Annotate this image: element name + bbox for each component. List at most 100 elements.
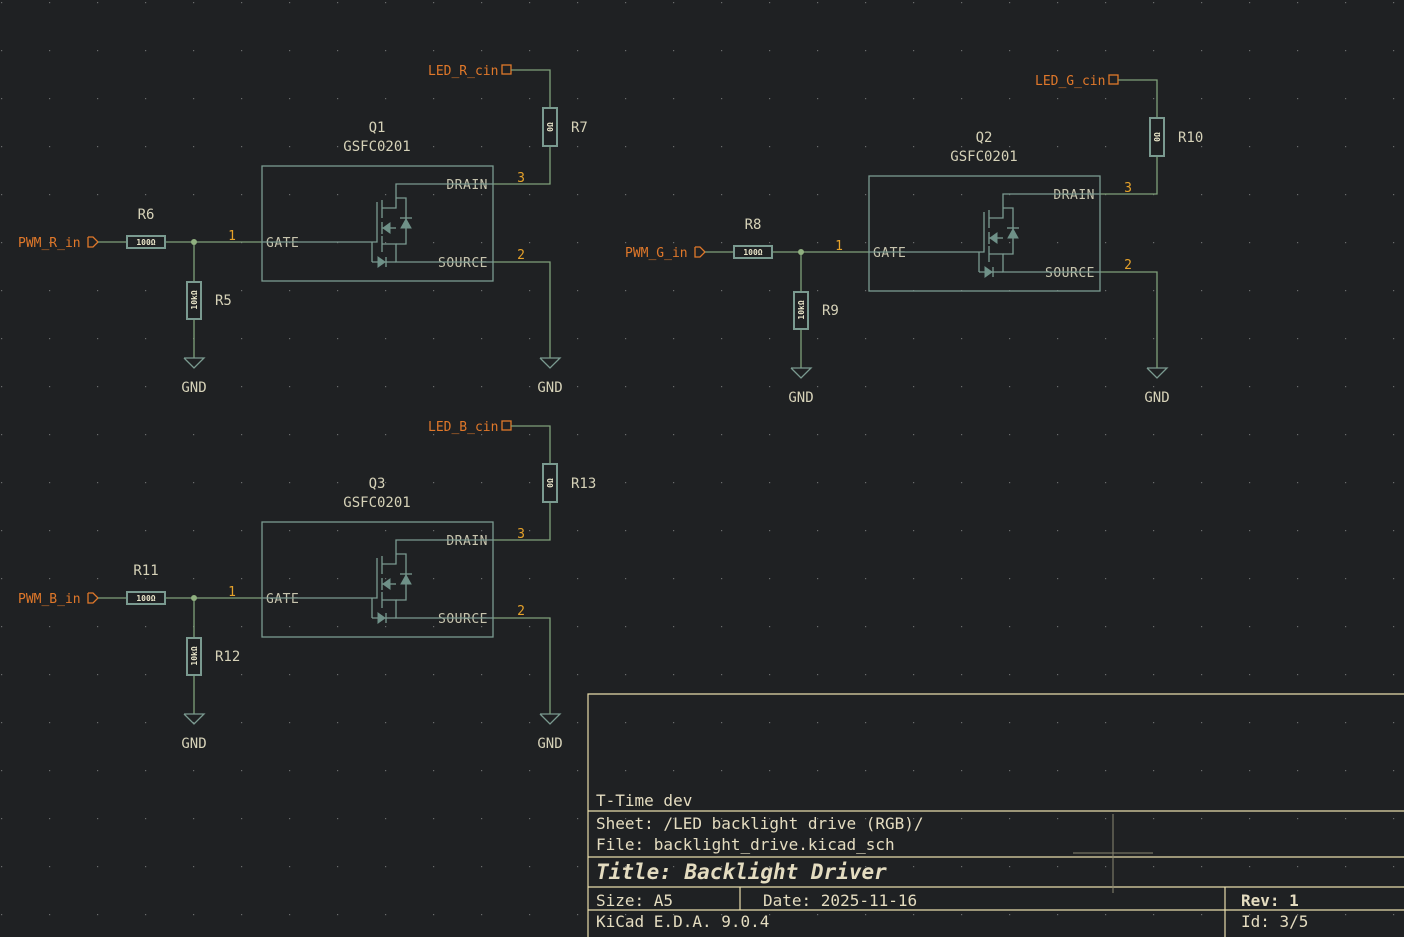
- gnd-symbol[interactable]: GND: [181, 713, 207, 752]
- mosfet-line: [382, 183, 493, 209]
- output-label-text: LED_R_cin: [428, 64, 498, 79]
- output-label-flag-icon: [501, 64, 512, 75]
- gnd-symbol[interactable]: GND: [788, 367, 814, 406]
- gnd-label: GND: [181, 736, 206, 752]
- pin-name-gate: GATE: [873, 246, 906, 261]
- gnd-label: GND: [537, 736, 562, 752]
- resistor-ref: R13: [571, 476, 596, 492]
- output-label-text: LED_B_cin: [428, 420, 498, 435]
- pin-number-gate: 1: [228, 229, 236, 244]
- resistor-body: [542, 107, 558, 147]
- zener-diode-icon: [984, 266, 993, 278]
- resistor-ref: R9: [822, 303, 839, 319]
- input-label-flag-icon: [87, 592, 99, 604]
- resistor-value: 0Ω: [1153, 132, 1162, 142]
- input-label[interactable]: PWM_B_in: [18, 592, 99, 607]
- kicad-version: KiCad E.D.A. 9.0.4: [596, 912, 769, 931]
- gnd-label: GND: [181, 380, 206, 396]
- gnd-label: GND: [537, 380, 562, 396]
- ground-icon: [183, 713, 206, 725]
- wire[interactable]: [493, 617, 551, 714]
- wire[interactable]: [493, 261, 551, 358]
- output-label[interactable]: LED_G_cin: [1035, 74, 1119, 89]
- arrow-icon: [989, 232, 998, 244]
- gnd-symbol[interactable]: GND: [537, 357, 563, 396]
- wire[interactable]: [1100, 271, 1158, 368]
- pin-name-source: SOURCE: [438, 612, 488, 627]
- resistor-ref: R10: [1178, 130, 1203, 146]
- resistor-ref: R12: [215, 649, 240, 665]
- input-label-text: PWM_R_in: [18, 236, 81, 251]
- pin-name-source: SOURCE: [1045, 266, 1095, 281]
- mosfet-line: [989, 253, 1100, 273]
- input-label[interactable]: PWM_R_in: [18, 236, 99, 251]
- sheet-id: Id: 3/5: [1241, 912, 1308, 931]
- junction-dot: [798, 249, 804, 255]
- pin-number-source: 2: [1124, 258, 1132, 273]
- gnd-symbol[interactable]: GND: [1144, 367, 1170, 406]
- wire[interactable]: [511, 69, 551, 108]
- mosfet-line: [382, 243, 493, 263]
- mosfet-glyph-icon: [869, 193, 1100, 278]
- input-label[interactable]: PWM_G_in: [625, 246, 706, 261]
- ground-icon: [1146, 367, 1169, 379]
- resistor-body: [126, 591, 166, 605]
- ground-icon: [539, 357, 562, 369]
- pin-name-drain: DRAIN: [446, 534, 488, 549]
- arrow-icon: [382, 222, 391, 234]
- sheet-revision: Rev: 1: [1241, 891, 1299, 910]
- pin-name-drain: DRAIN: [1053, 188, 1095, 203]
- output-label-flag-icon: [1108, 74, 1119, 85]
- junction-dot: [191, 239, 197, 245]
- file-name: File: backlight_drive.kicad_sch: [596, 835, 895, 854]
- input-label-flag-icon: [87, 236, 99, 248]
- gnd-symbol[interactable]: GND: [537, 713, 563, 752]
- diode-icon: [400, 573, 412, 585]
- transistor-part: GSFC0201: [343, 139, 410, 155]
- transistor-ref: Q1: [369, 120, 386, 136]
- mosfet-glyph-icon: [262, 539, 493, 624]
- input-label-text: PWM_G_in: [625, 246, 688, 261]
- ground-icon: [539, 713, 562, 725]
- wire[interactable]: [511, 425, 551, 464]
- mosfet-line: [382, 599, 493, 619]
- company-name: T-Time dev: [596, 791, 692, 810]
- junction-dot: [191, 595, 197, 601]
- pin-number-drain: 3: [517, 527, 525, 542]
- wire[interactable]: [493, 502, 551, 541]
- drain-resistor[interactable]: 0Ω R10: [1149, 117, 1203, 157]
- resistor-value: 100Ω: [743, 248, 762, 257]
- resistor-body: [1149, 117, 1165, 157]
- pin-number-drain: 3: [1124, 181, 1132, 196]
- gnd-symbol[interactable]: GND: [181, 357, 207, 396]
- output-label[interactable]: LED_B_cin: [428, 420, 512, 435]
- resistor-value: 10kΩ: [190, 290, 199, 309]
- wire[interactable]: [1118, 79, 1158, 118]
- grid-dots: [1, 2, 1395, 916]
- arrow-icon: [382, 578, 391, 590]
- pin-name-source: SOURCE: [438, 256, 488, 271]
- output-label[interactable]: LED_R_cin: [428, 64, 512, 79]
- title-block: T-Time dev Sheet: /LED backlight drive (…: [587, 693, 1404, 937]
- wire[interactable]: [1100, 156, 1158, 195]
- wire[interactable]: [493, 146, 551, 185]
- zener-diode-icon: [377, 612, 386, 624]
- mosfet-line: [869, 212, 985, 253]
- sheet-size: Size: A5: [596, 891, 673, 910]
- zener-diode-icon: [377, 256, 386, 268]
- gnd-label: GND: [788, 390, 813, 406]
- pin-number-source: 2: [517, 604, 525, 619]
